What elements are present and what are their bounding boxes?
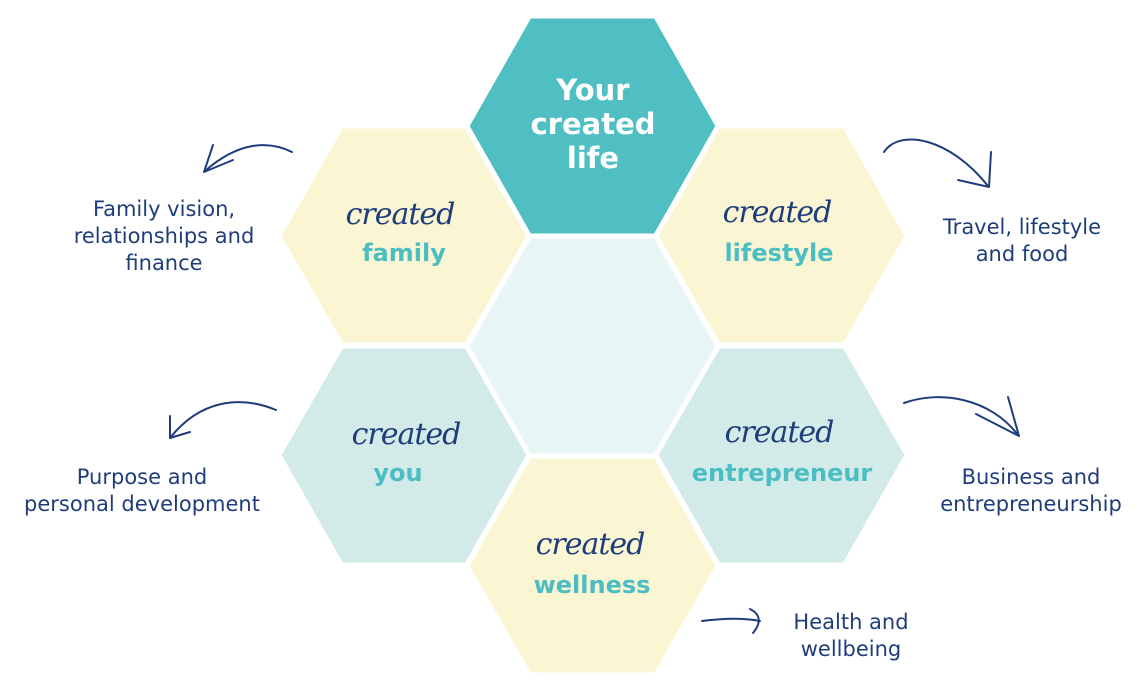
hex-center-empty: [466, 235, 719, 457]
description-you-line-1: Purpose and: [77, 465, 207, 489]
description-wellness-line-2: wellbeing: [801, 637, 902, 661]
description-wellness: Health and wellbeing: [793, 610, 908, 661]
description-entrepreneur-line-2: entrepreneurship: [940, 492, 1122, 516]
description-family: Family vision, relationships and finance: [74, 197, 255, 275]
description-family-line-3: finance: [125, 251, 202, 275]
wellness-script-text: created: [536, 527, 645, 562]
hex-created-family: [278, 125, 530, 346]
arrow-family-icon: [203, 144, 293, 173]
hex-created-entrepreneur: [655, 345, 908, 566]
arrow-wellness-icon: [701, 608, 761, 634]
entrepreneur-script-text: created: [725, 415, 834, 450]
center-title-line-1: Your: [555, 73, 630, 107]
description-lifestyle-line-2: and food: [976, 242, 1069, 266]
center-title-line-2: created: [530, 107, 655, 141]
lifestyle-script-text: created: [723, 195, 832, 230]
description-lifestyle-line-1: Travel, lifestyle: [942, 215, 1101, 239]
lifestyle-label: lifestyle: [724, 239, 833, 267]
description-family-line-1: Family vision,: [93, 197, 235, 221]
hex-created-lifestyle: [655, 125, 908, 346]
you-script-text: created: [352, 417, 461, 452]
wellness-label: wellness: [534, 571, 651, 599]
description-lifestyle: Travel, lifestyle and food: [942, 215, 1101, 266]
hex-created-wellness: [466, 455, 719, 676]
family-label: family: [362, 239, 446, 267]
arrow-you-icon: [169, 401, 277, 439]
description-family-line-2: relationships and: [74, 224, 255, 248]
you-label: you: [373, 459, 422, 487]
hex-created-you: [278, 345, 530, 566]
description-wellness-line-1: Health and: [793, 610, 908, 634]
arrow-lifestyle-icon: [883, 138, 992, 188]
arrow-entrepreneur-icon: [903, 396, 1020, 437]
description-entrepreneur: Business and entrepreneurship: [940, 465, 1122, 516]
description-you: Purpose and personal development: [24, 465, 260, 516]
center-title-line-3: life: [567, 141, 619, 175]
hex-your-created-life: [466, 15, 719, 237]
entrepreneur-label: entrepreneur: [692, 459, 873, 487]
family-script-text: created: [346, 197, 455, 232]
description-entrepreneur-line-1: Business and: [962, 465, 1101, 489]
description-you-line-2: personal development: [24, 492, 260, 516]
